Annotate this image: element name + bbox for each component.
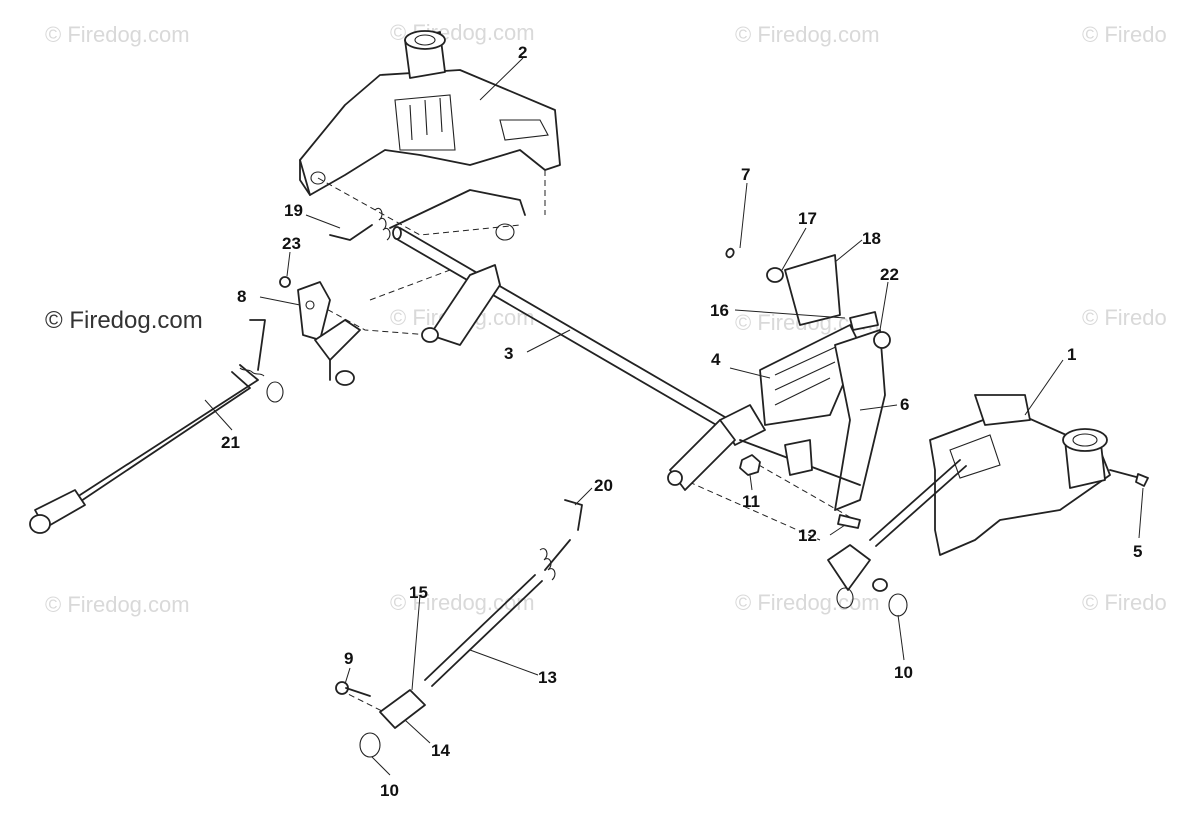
part-19-spring	[329, 189, 526, 241]
watermark-1: © Firedog.com	[45, 22, 190, 47]
projection-lines	[309, 170, 856, 721]
watermark-3: © Firedog.com	[735, 22, 880, 47]
part-21-rod	[29, 319, 284, 534]
callout-3: 3	[504, 344, 513, 363]
part-3-shaft	[392, 226, 731, 431]
callout-12: 12	[798, 526, 817, 545]
shaft-arm	[421, 264, 501, 346]
watermark-10: © Firedog.com	[735, 590, 880, 615]
callouts: 1 2 3 4 5 6 7 8 9 10 10 11 12 13 14 15 1…	[221, 43, 1142, 800]
callout-22: 22	[880, 265, 899, 284]
part-13-lower-rod	[424, 499, 583, 687]
watermark-4: © Firedo	[1082, 22, 1167, 47]
callout-15: 15	[409, 583, 428, 602]
watermark-11: © Firedo	[1082, 590, 1167, 615]
part-18-pedal-pad	[784, 254, 879, 331]
part-7-17-fasteners	[725, 247, 784, 283]
callout-11: 11	[742, 492, 760, 511]
part-1-right-bracket	[929, 394, 1111, 556]
callout-10-lower: 10	[380, 781, 399, 800]
callout-20: 20	[594, 476, 613, 495]
callout-9: 9	[344, 649, 353, 668]
watermark-7: © Firedo	[1082, 305, 1167, 330]
callout-18: 18	[862, 229, 881, 248]
watermark-dark: © Firedog.com	[45, 307, 203, 334]
callout-21: 21	[221, 433, 240, 452]
callout-16: 16	[710, 301, 729, 320]
right-link-rod	[827, 459, 967, 617]
callout-1: 1	[1067, 345, 1076, 364]
callout-2: 2	[518, 43, 527, 62]
part-4-6-pedal-assembly	[667, 324, 891, 511]
part-5-screw	[1109, 469, 1149, 487]
callout-23: 23	[282, 234, 301, 253]
part-11-12-fasteners	[739, 454, 861, 529]
watermark-8: © Firedog.com	[45, 592, 190, 617]
callout-13: 13	[538, 668, 557, 687]
part-14-lower-clevis	[335, 681, 426, 758]
callout-6: 6	[900, 395, 909, 414]
part-2-left-bracket	[299, 30, 561, 196]
callout-4: 4	[711, 350, 721, 369]
callout-10-right: 10	[894, 663, 913, 682]
callout-5: 5	[1133, 542, 1142, 561]
callout-7: 7	[741, 165, 750, 184]
leader-lines	[204, 57, 1144, 776]
callout-19: 19	[284, 201, 303, 220]
part-8-bracket	[279, 276, 361, 386]
callout-17: 17	[798, 209, 817, 228]
callout-14: 14	[431, 741, 450, 760]
callout-8: 8	[237, 287, 246, 306]
watermarks: © Firedog.com © Firedog.com © Firedog.co…	[45, 20, 1167, 617]
